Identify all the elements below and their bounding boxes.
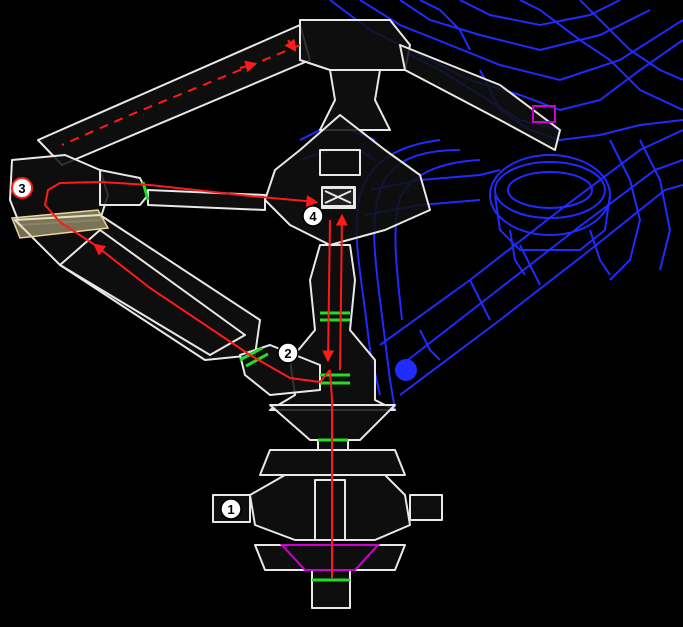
marker-2-label: 2	[284, 346, 291, 361]
marker-4-label: 4	[309, 209, 317, 224]
blue-level-wireframe	[299, 0, 683, 411]
marker-1: 1	[220, 498, 242, 520]
route-path	[43, 38, 348, 578]
marker-2: 2	[277, 342, 299, 364]
accent-lines	[10, 105, 556, 582]
blue-dot-icon	[395, 359, 417, 381]
marker-1-label: 1	[227, 502, 234, 517]
marker-3-label: 3	[18, 181, 25, 196]
x-box-icon	[321, 187, 355, 207]
marker-4: 4	[302, 205, 324, 227]
white-level-wireframe	[9, 19, 561, 609]
marker-3: 3	[11, 177, 33, 199]
